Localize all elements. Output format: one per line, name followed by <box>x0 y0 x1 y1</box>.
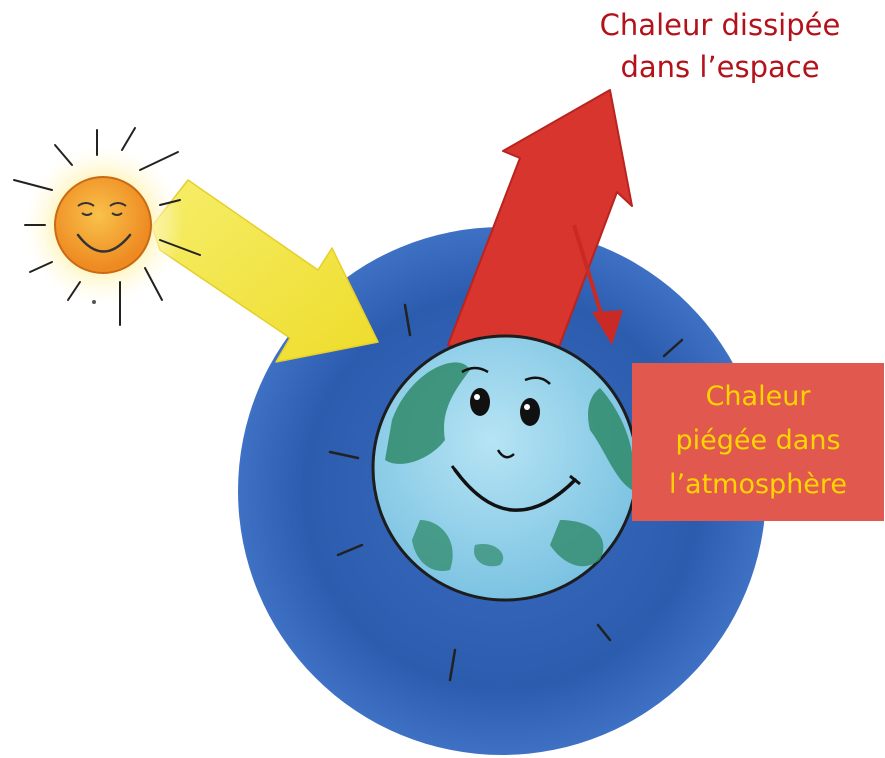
heat-trapped-label-line1: Chaleur <box>632 375 884 419</box>
smiling-sun-icon <box>14 128 200 325</box>
heat-trapped-label-line3: l’atmosphère <box>632 463 884 507</box>
heat-escape-label: Chaleur dissipée dans l’espace <box>560 4 880 88</box>
heat-trapped-label-line2: piégée dans <box>632 419 884 463</box>
heat-trapped-label-box: Chaleur piégée dans l’atmosphère <box>632 363 884 521</box>
sunlight-arrow <box>152 180 378 362</box>
heat-escape-label-line1: Chaleur dissipée <box>560 4 880 46</box>
heat-escape-label-line2: dans l’espace <box>560 46 880 88</box>
smiling-earth-icon <box>373 336 637 600</box>
